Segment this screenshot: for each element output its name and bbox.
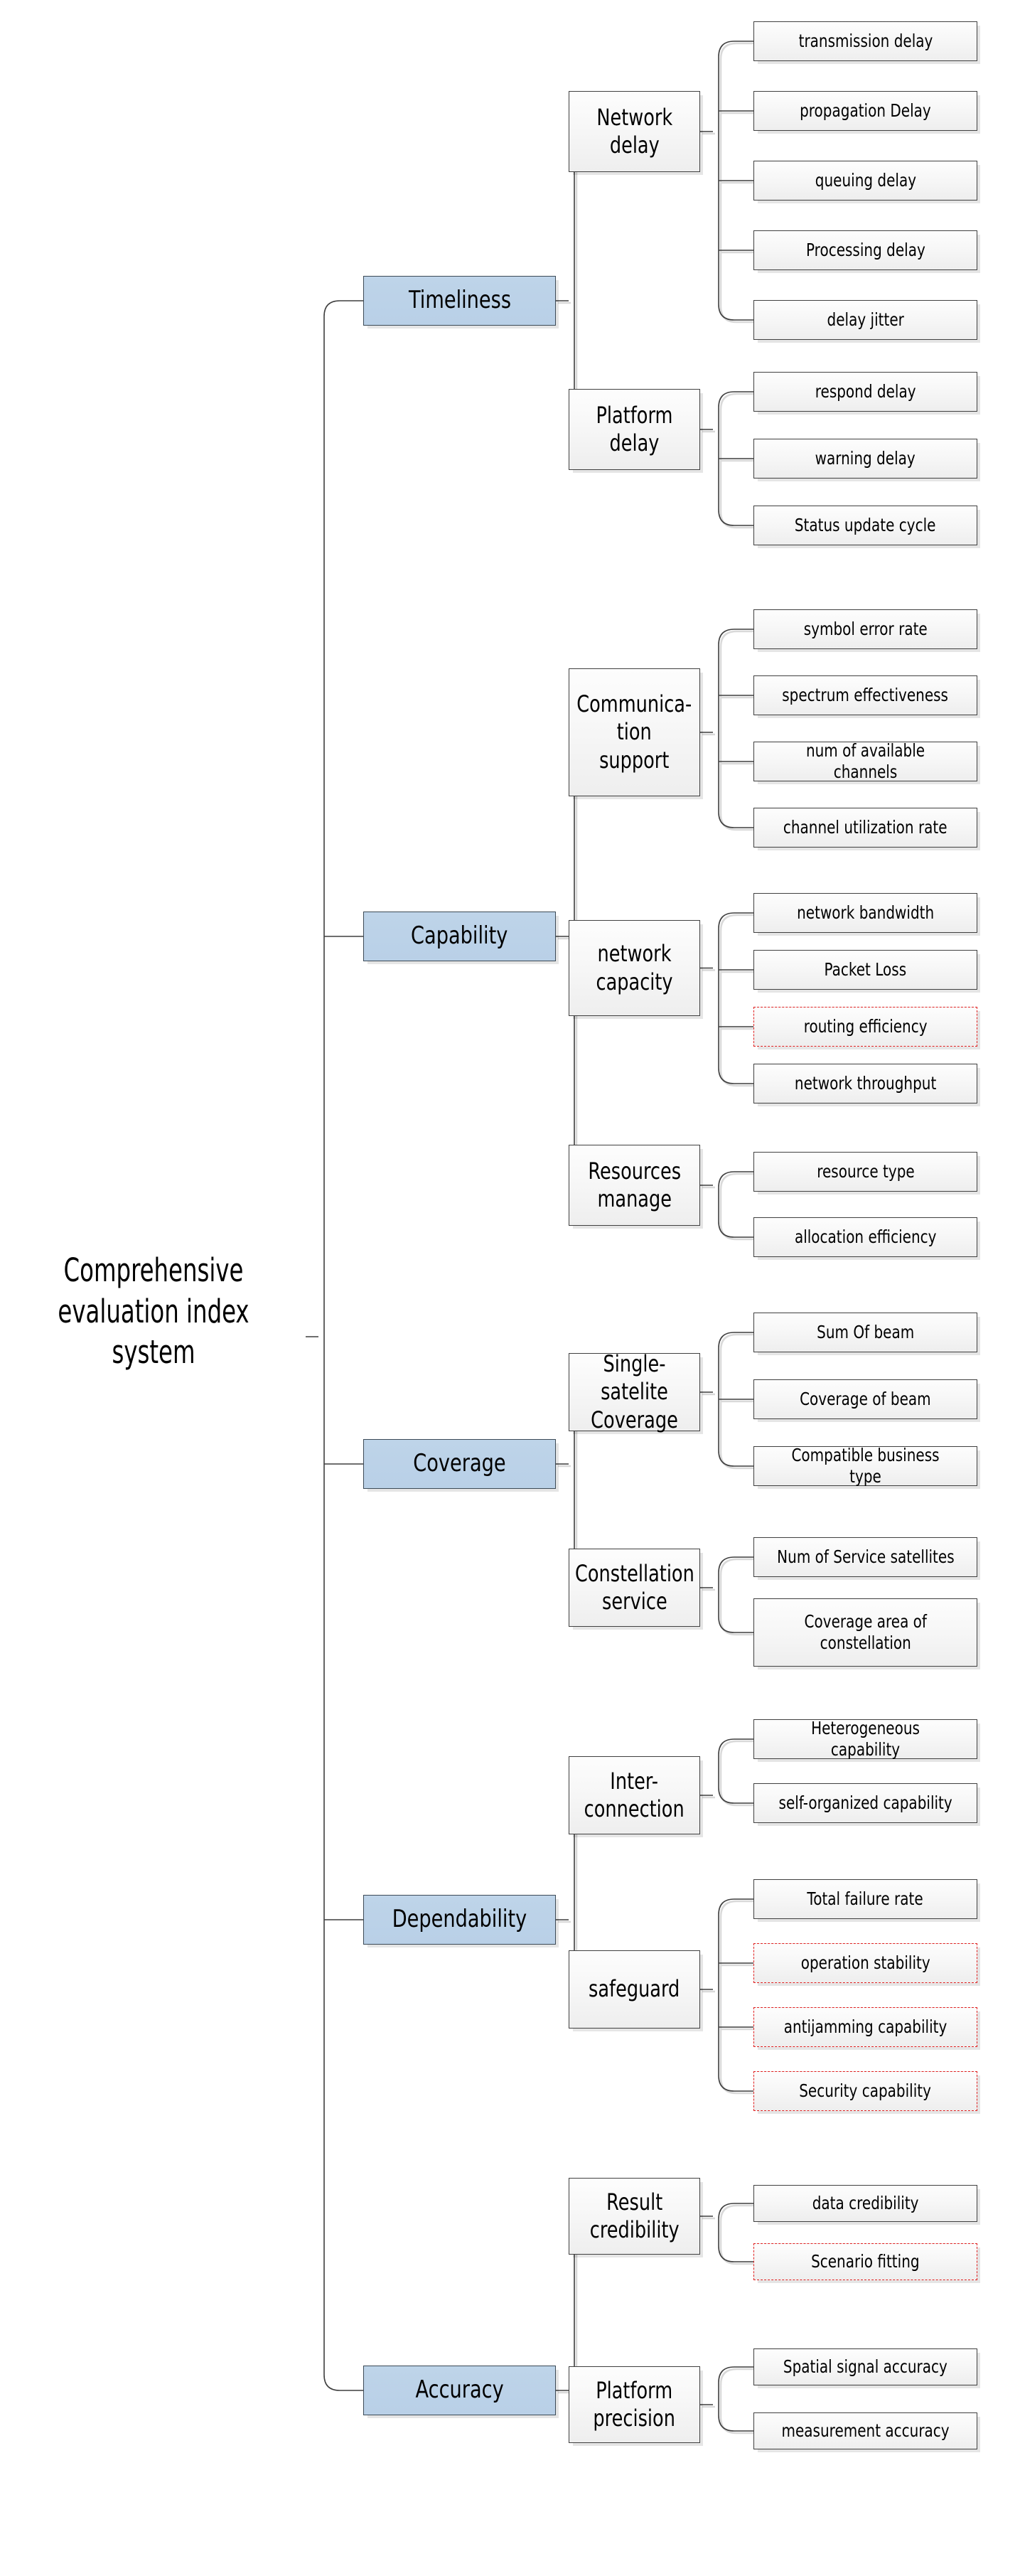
leaf-node-allocation-efficiency-label: allocation efficiency bbox=[794, 1226, 937, 1247]
leaf-node-heterogeneous-capability[interactable]: Heterogeneous capability bbox=[753, 1717, 977, 1760]
root-node-label: Comprehensive evaluation index system bbox=[58, 1251, 249, 1372]
leaf-node-self-organized-capability-label: self-organized capability bbox=[778, 1792, 952, 1813]
branch-node-dependability-label: Dependability bbox=[392, 1905, 527, 1934]
leaf-node-security-capability-label: Security capability bbox=[799, 2080, 932, 2101]
leaf-node-num-of-service-satellites[interactable]: Num of Service satellites bbox=[753, 1537, 977, 1577]
group-node-result-credibility[interactable]: Result credibility bbox=[569, 2178, 700, 2255]
group-node-inter-connection[interactable]: Inter- connection bbox=[569, 1756, 700, 1834]
leaf-node-num-of-service-satellites-label: Num of Service satellites bbox=[776, 1546, 955, 1567]
group-node-resources-manage-label: Resources manage bbox=[588, 1157, 681, 1212]
leaf-node-antijamming-capability[interactable]: antijamming capability bbox=[753, 2007, 977, 2047]
group-node-resources-manage[interactable]: Resources manage bbox=[569, 1145, 700, 1226]
leaf-node-operation-stability[interactable]: operation stability bbox=[753, 1943, 977, 1983]
branch-node-timeliness-label: Timeliness bbox=[408, 286, 511, 315]
branch-node-coverage-label: Coverage bbox=[413, 1449, 506, 1478]
leaf-node-self-organized-capability[interactable]: self-organized capability bbox=[753, 1783, 977, 1823]
leaf-node-delay-jitter[interactable]: delay jitter bbox=[753, 300, 977, 340]
branch-node-timeliness[interactable]: Timeliness bbox=[363, 276, 556, 326]
leaf-node-transmission-delay[interactable]: transmission delay bbox=[753, 21, 977, 61]
leaf-node-measurement-accuracy-label: measurement accuracy bbox=[781, 2420, 950, 2441]
group-node-network-capacity-label: network capacity bbox=[596, 940, 673, 995]
leaf-node-packet-loss[interactable]: Packet Loss bbox=[753, 950, 977, 990]
leaf-node-resource-type-label: resource type bbox=[816, 1160, 915, 1182]
group-node-safeguard[interactable]: safeguard bbox=[569, 1950, 700, 2029]
leaf-node-respond-delay[interactable]: respond delay bbox=[753, 372, 977, 412]
leaf-node-coverage-of-beam-label: Coverage of beam bbox=[800, 1388, 931, 1409]
branch-node-capability[interactable]: Capability bbox=[363, 912, 556, 961]
branch-node-accuracy-label: Accuracy bbox=[415, 2375, 504, 2405]
leaf-node-channel-utilization-rate-label: channel utilization rate bbox=[783, 816, 947, 838]
leaf-node-sum-of-beam-label: Sum Of beam bbox=[816, 1321, 915, 1342]
branch-node-dependability[interactable]: Dependability bbox=[363, 1895, 556, 1945]
group-node-constellation-service[interactable]: Constellation service bbox=[569, 1549, 700, 1627]
group-node-network-capacity[interactable]: network capacity bbox=[569, 920, 700, 1016]
leaf-node-num-of-available-channels-label: num of available channels bbox=[805, 739, 925, 783]
leaf-node-spatial-signal-accuracy[interactable]: Spatial signal accuracy bbox=[753, 2348, 977, 2385]
group-node-platform-delay-label: Platform delay bbox=[596, 401, 673, 456]
leaf-node-scenario-fitting-label: Scenario fitting bbox=[811, 2250, 920, 2272]
leaf-node-compatible-business-type[interactable]: Compatible business type bbox=[753, 1444, 977, 1487]
leaf-node-antijamming-capability-label: antijamming capability bbox=[783, 2016, 947, 2037]
leaf-node-symbol-error-rate-label: symbol error rate bbox=[803, 618, 928, 639]
leaf-node-heterogeneous-capability-label: Heterogeneous capability bbox=[811, 1717, 920, 1760]
leaf-node-coverage-of-beam[interactable]: Coverage of beam bbox=[753, 1379, 977, 1419]
leaf-node-coverage-area-of-constellation-label: Coverage area of constellation bbox=[804, 1610, 927, 1654]
leaf-node-num-of-available-channels[interactable]: num of available channels bbox=[753, 739, 977, 783]
leaf-node-routing-efficiency[interactable]: routing efficiency bbox=[753, 1007, 977, 1047]
leaf-node-measurement-accuracy[interactable]: measurement accuracy bbox=[753, 2412, 977, 2449]
leaf-node-propagation-delay-label: propagation Delay bbox=[800, 100, 931, 121]
leaf-node-operation-stability-label: operation stability bbox=[800, 1952, 930, 1973]
leaf-node-spectrum-effectiveness-label: spectrum effectiveness bbox=[782, 684, 949, 705]
group-node-platform-precision[interactable]: Platform precision bbox=[569, 2366, 700, 2443]
leaf-node-data-credibility-label: data credibility bbox=[812, 2192, 919, 2213]
group-node-platform-precision-label: Platform precision bbox=[593, 2376, 676, 2432]
leaf-node-queuing-delay[interactable]: queuing delay bbox=[753, 161, 977, 201]
leaf-node-spectrum-effectiveness[interactable]: spectrum effectiveness bbox=[753, 675, 977, 715]
leaf-node-total-failure-rate-label: Total failure rate bbox=[807, 1888, 924, 1909]
group-node-safeguard-label: safeguard bbox=[589, 1975, 680, 2003]
leaf-node-compatible-business-type-label: Compatible business type bbox=[791, 1444, 940, 1487]
leaf-node-delay-jitter-label: delay jitter bbox=[827, 309, 904, 330]
leaf-node-channel-utilization-rate[interactable]: channel utilization rate bbox=[753, 808, 977, 848]
leaf-node-respond-delay-label: respond delay bbox=[815, 380, 916, 402]
leaf-node-security-capability[interactable]: Security capability bbox=[753, 2071, 977, 2111]
leaf-node-symbol-error-rate[interactable]: symbol error rate bbox=[753, 609, 977, 649]
leaf-node-data-credibility[interactable]: data credibility bbox=[753, 2185, 977, 2222]
group-node-communica-tion-support[interactable]: Communica- tion support bbox=[569, 668, 700, 796]
leaf-node-scenario-fitting[interactable]: Scenario fitting bbox=[753, 2243, 977, 2280]
leaf-node-coverage-area-of-constellation[interactable]: Coverage area of constellation bbox=[753, 1598, 977, 1667]
leaf-node-queuing-delay-label: queuing delay bbox=[815, 169, 916, 191]
group-node-inter-connection-label: Inter- connection bbox=[584, 1767, 685, 1822]
leaf-node-status-update-cycle[interactable]: Status update cycle bbox=[753, 506, 977, 545]
leaf-node-transmission-delay-label: transmission delay bbox=[798, 30, 933, 51]
group-node-result-credibility-label: Result credibility bbox=[589, 2188, 680, 2243]
branch-node-coverage[interactable]: Coverage bbox=[363, 1439, 556, 1489]
leaf-node-network-throughput[interactable]: network throughput bbox=[753, 1064, 977, 1103]
leaf-node-status-update-cycle-label: Status update cycle bbox=[795, 514, 936, 535]
leaf-node-network-bandwidth[interactable]: network bandwidth bbox=[753, 893, 977, 933]
leaf-node-warning-delay[interactable]: warning delay bbox=[753, 439, 977, 479]
branch-node-accuracy[interactable]: Accuracy bbox=[363, 2366, 556, 2415]
leaf-node-warning-delay-label: warning delay bbox=[815, 447, 916, 469]
leaf-node-total-failure-rate[interactable]: Total failure rate bbox=[753, 1879, 977, 1919]
leaf-node-processing-delay-label: Processing delay bbox=[805, 239, 925, 260]
group-node-constellation-service-label: Constellation service bbox=[574, 1559, 694, 1615]
leaf-node-network-throughput-label: network throughput bbox=[794, 1072, 937, 1094]
leaf-node-packet-loss-label: Packet Loss bbox=[824, 958, 907, 980]
leaf-node-processing-delay[interactable]: Processing delay bbox=[753, 230, 977, 270]
group-node-single-satelite-coverage[interactable]: Single-satelite Coverage bbox=[569, 1350, 700, 1433]
group-node-network-delay[interactable]: Network delay bbox=[569, 91, 700, 172]
group-node-network-delay-label: Network delay bbox=[596, 103, 672, 159]
group-node-communica-tion-support-label: Communica- tion support bbox=[576, 690, 692, 774]
leaf-node-spatial-signal-accuracy-label: Spatial signal accuracy bbox=[783, 2356, 947, 2377]
branch-node-capability-label: Capability bbox=[411, 921, 508, 951]
group-node-platform-delay[interactable]: Platform delay bbox=[569, 389, 700, 470]
leaf-node-network-bandwidth-label: network bandwidth bbox=[796, 902, 935, 923]
leaf-node-allocation-efficiency[interactable]: allocation efficiency bbox=[753, 1217, 977, 1257]
leaf-node-routing-efficiency-label: routing efficiency bbox=[803, 1015, 928, 1037]
leaf-node-resource-type[interactable]: resource type bbox=[753, 1152, 977, 1192]
group-node-single-satelite-coverage-label: Single-satelite Coverage bbox=[591, 1350, 678, 1433]
leaf-node-propagation-delay[interactable]: propagation Delay bbox=[753, 91, 977, 131]
leaf-node-sum-of-beam[interactable]: Sum Of beam bbox=[753, 1313, 977, 1352]
